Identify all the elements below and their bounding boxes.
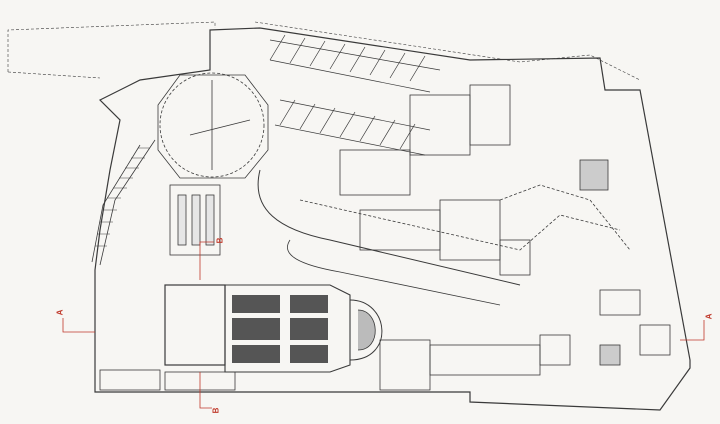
section-marker-a-right: A bbox=[704, 313, 714, 320]
ramp-curve bbox=[257, 169, 521, 286]
site-boundary-dashed bbox=[7, 21, 216, 72]
auditorium-seating bbox=[232, 295, 328, 363]
west-stair bbox=[91, 139, 156, 266]
west-stair-treads bbox=[95, 147, 150, 247]
east-wing-rooms bbox=[339, 84, 671, 356]
apse-seating bbox=[357, 309, 376, 351]
rotunda-ramps bbox=[189, 80, 251, 170]
section-marker-b-bottom: B bbox=[211, 407, 221, 414]
building-outline bbox=[94, 27, 691, 411]
dashed-canopy bbox=[499, 184, 631, 251]
section-lines bbox=[62, 241, 705, 409]
parking-stalls bbox=[269, 34, 441, 156]
site-boundary-dashed-lower bbox=[7, 71, 101, 79]
section-marker-b-top: B bbox=[215, 237, 225, 244]
foyer bbox=[169, 184, 221, 256]
apse bbox=[349, 299, 383, 361]
section-marker-a-left: A bbox=[55, 309, 65, 316]
rotunda-circle bbox=[159, 72, 265, 178]
stage bbox=[164, 284, 226, 366]
foyer-bays bbox=[177, 194, 215, 246]
rotunda-octagon bbox=[157, 74, 269, 179]
ramp-curve-inner bbox=[287, 239, 501, 306]
south-rooms bbox=[99, 334, 621, 391]
dashed-circulation bbox=[299, 199, 621, 251]
site-boundary-north bbox=[254, 21, 641, 81]
